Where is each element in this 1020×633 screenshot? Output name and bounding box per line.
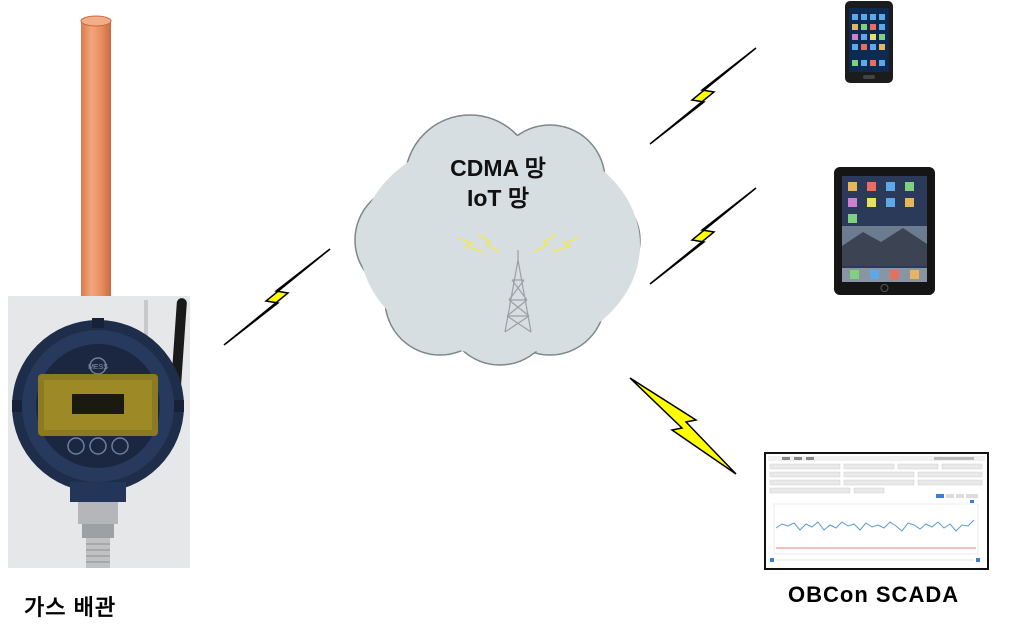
lightning-bolt-icon xyxy=(629,377,737,475)
smartphone-icon xyxy=(845,1,893,83)
lightning-bolt-icon xyxy=(223,248,331,346)
scada-screen-icon xyxy=(764,452,989,570)
gas-pipe xyxy=(80,15,112,305)
tablet-icon xyxy=(834,167,935,295)
lightning-bolt-icon xyxy=(649,187,757,285)
cell-tower-icon xyxy=(504,250,532,333)
device-logo: MESS xyxy=(88,364,108,371)
cloud-label-iot: IoT 망 xyxy=(466,185,530,211)
gas-pipe-label: 가스 배관 xyxy=(24,595,117,620)
scada-label: OBCon SCADA xyxy=(788,582,960,607)
cloud-label-cdma: CDMA 망 xyxy=(450,155,546,181)
pressure-transmitter-photo: MESS xyxy=(8,296,190,568)
network-cloud xyxy=(354,114,641,366)
lightning-bolt-icon xyxy=(649,47,757,145)
